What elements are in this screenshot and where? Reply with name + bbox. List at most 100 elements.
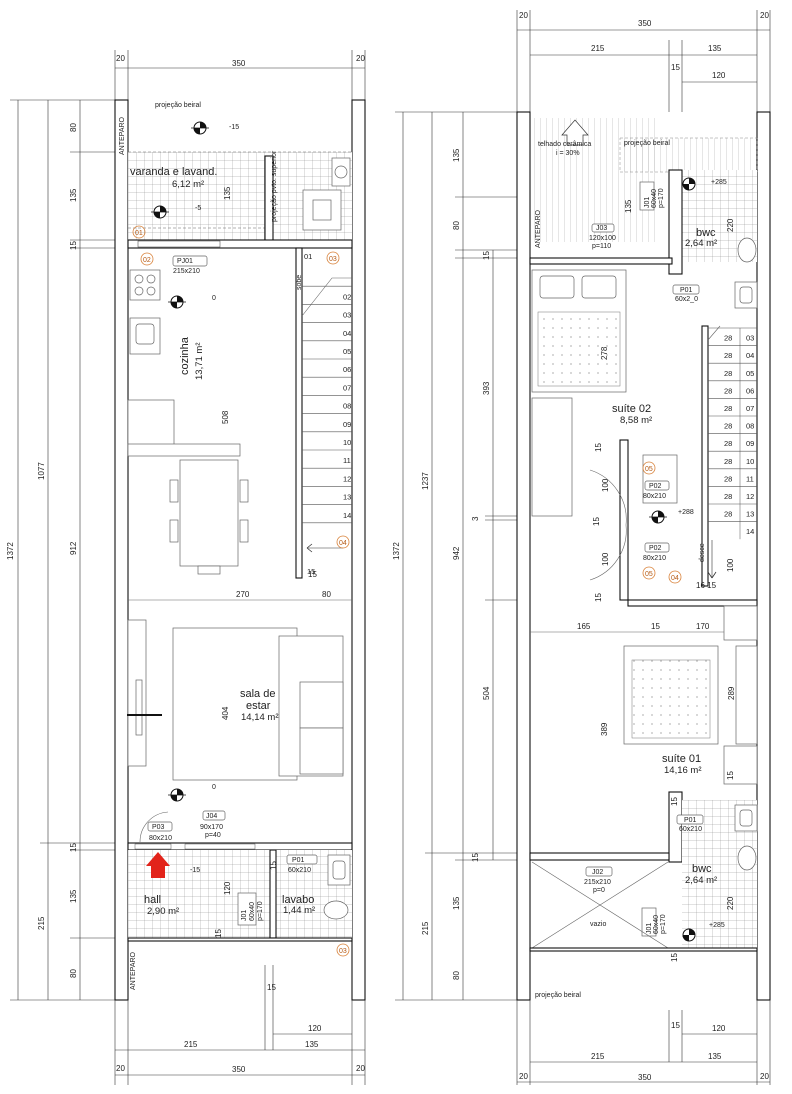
tag-marker: [336, 943, 350, 957]
dim-text: 270: [236, 590, 250, 599]
stair-step-label: 13: [746, 510, 754, 519]
dim-text: 15: [726, 771, 735, 780]
chair: [239, 479, 249, 503]
stair-step-label: 02: [343, 292, 351, 301]
room-area: 13,71 m²: [194, 343, 205, 381]
room-area: 14,14 m²: [241, 712, 279, 723]
stair-step-label: 05: [746, 369, 754, 378]
stove: [129, 269, 161, 301]
upper-top-dimensions: 20 350 20 215 135 15 120: [516, 10, 771, 112]
level-marker-icon: [682, 177, 696, 191]
level-marker-icon: [682, 928, 696, 942]
dim-text: 220: [726, 896, 735, 910]
dim-text: 15: [308, 570, 317, 579]
level-text: +288: [678, 509, 694, 516]
varanda-kitchen-wall: [127, 239, 353, 249]
sobe-label: sobe: [296, 275, 303, 290]
television: [135, 679, 143, 736]
opening-sill: p=170: [660, 914, 667, 934]
room-name: hall: [144, 894, 161, 906]
dim-text: 120: [308, 1024, 322, 1033]
opening-code: P03: [152, 824, 165, 831]
opening-size: 60x40: [653, 915, 660, 934]
dim-text: 165: [577, 622, 591, 631]
stair-riser-label: 28: [724, 404, 732, 413]
opening-size: 60x2_0: [675, 296, 698, 303]
dim-text: 120: [223, 881, 232, 895]
dim-text: 100: [601, 552, 610, 566]
wardrobe: [735, 645, 758, 745]
anteparo-label: ANTEPARO: [130, 951, 137, 990]
dim-text: 15: [670, 797, 679, 806]
dim-text: 350: [638, 1073, 652, 1082]
stair-step-label: 09: [746, 439, 754, 448]
dim-text: 15: [471, 853, 480, 862]
stair-step-label: 14: [746, 527, 754, 536]
left-wall: [114, 99, 129, 1001]
anteparo-label: ANTEPARO: [119, 116, 126, 155]
suite02-top-wall: [529, 257, 673, 265]
tag-text: 04: [339, 540, 347, 547]
stair-riser-label: 28: [724, 386, 732, 395]
stair-winder-line: [301, 277, 352, 317]
rug: [172, 627, 298, 781]
dim-text: 1372: [392, 542, 401, 560]
dim-text: 80: [69, 969, 78, 978]
stair-riser-label: 28: [724, 492, 732, 501]
dim-text: 20: [356, 1064, 365, 1073]
level-text: -5: [195, 205, 201, 212]
room-area: 14,16 m²: [664, 765, 702, 776]
tag-text: 05: [645, 571, 653, 578]
tag-text: 03: [329, 256, 337, 263]
pj01-window-opening: [137, 240, 221, 248]
telhado-label: telhado cerâmica: [538, 141, 591, 148]
dim-text: 912: [69, 541, 78, 555]
dim-text: 80: [452, 221, 461, 230]
laundry-basin: [312, 199, 332, 221]
opening-size: 80x210: [643, 555, 666, 562]
dim-text: 135: [69, 188, 78, 202]
suite01-top-wall: [627, 599, 758, 607]
stair-step-label: 14: [343, 511, 351, 520]
dim-text: 1372: [6, 542, 15, 560]
dim-text: 15: [594, 593, 603, 602]
stair-step-label: 05: [343, 347, 351, 356]
dim-text: 20: [760, 1072, 769, 1081]
room-area: 6,12 m²: [172, 179, 204, 190]
dim-text: 15: [69, 843, 78, 852]
opening-sill: p=40: [205, 832, 221, 839]
dim-text: 135: [708, 1052, 722, 1061]
chair: [239, 519, 249, 543]
level-text: 0: [212, 784, 216, 791]
ground-bottom-dimensions: 15 120 215 135 20 350 20: [114, 965, 365, 1085]
refrigerator: [127, 399, 175, 451]
stair-riser-label: 28: [724, 439, 732, 448]
room-name: varanda e lavand.: [130, 166, 217, 178]
tag-text: 03: [339, 948, 347, 955]
level-text: 0: [212, 295, 216, 302]
door-swing: [589, 524, 627, 581]
opening-sill: p=0: [593, 887, 605, 894]
dim-text: 215: [184, 1040, 198, 1049]
opening-code: J01: [644, 197, 651, 208]
dim-text: 215: [591, 1052, 605, 1061]
opening-size: 120x100: [589, 235, 616, 242]
opening-code: PJ01: [177, 258, 193, 265]
toilet: [737, 237, 757, 263]
opening-code: P01: [684, 817, 697, 824]
dim-text: 942: [452, 546, 461, 560]
level-text: -15: [229, 124, 239, 131]
stair-riser-label: 28: [724, 334, 732, 343]
dim-text: 393: [482, 381, 491, 395]
projecao-beiral-label: projeção beiral: [624, 140, 670, 147]
level-marker-icon: [168, 788, 186, 802]
opening-size: 60x210: [288, 867, 311, 874]
hall-front-wall: [127, 937, 353, 942]
entrance-arrow-icon: [146, 852, 170, 878]
stair-step-label: 09: [343, 420, 351, 429]
upper-stair: 0328042805280628072808280928102811281228…: [707, 325, 757, 579]
stair-step-label: 10: [343, 438, 351, 447]
anteparo-label: ANTEPARO: [535, 209, 542, 248]
dim-text: 20: [116, 1064, 125, 1073]
dim-text: 389: [600, 722, 609, 736]
